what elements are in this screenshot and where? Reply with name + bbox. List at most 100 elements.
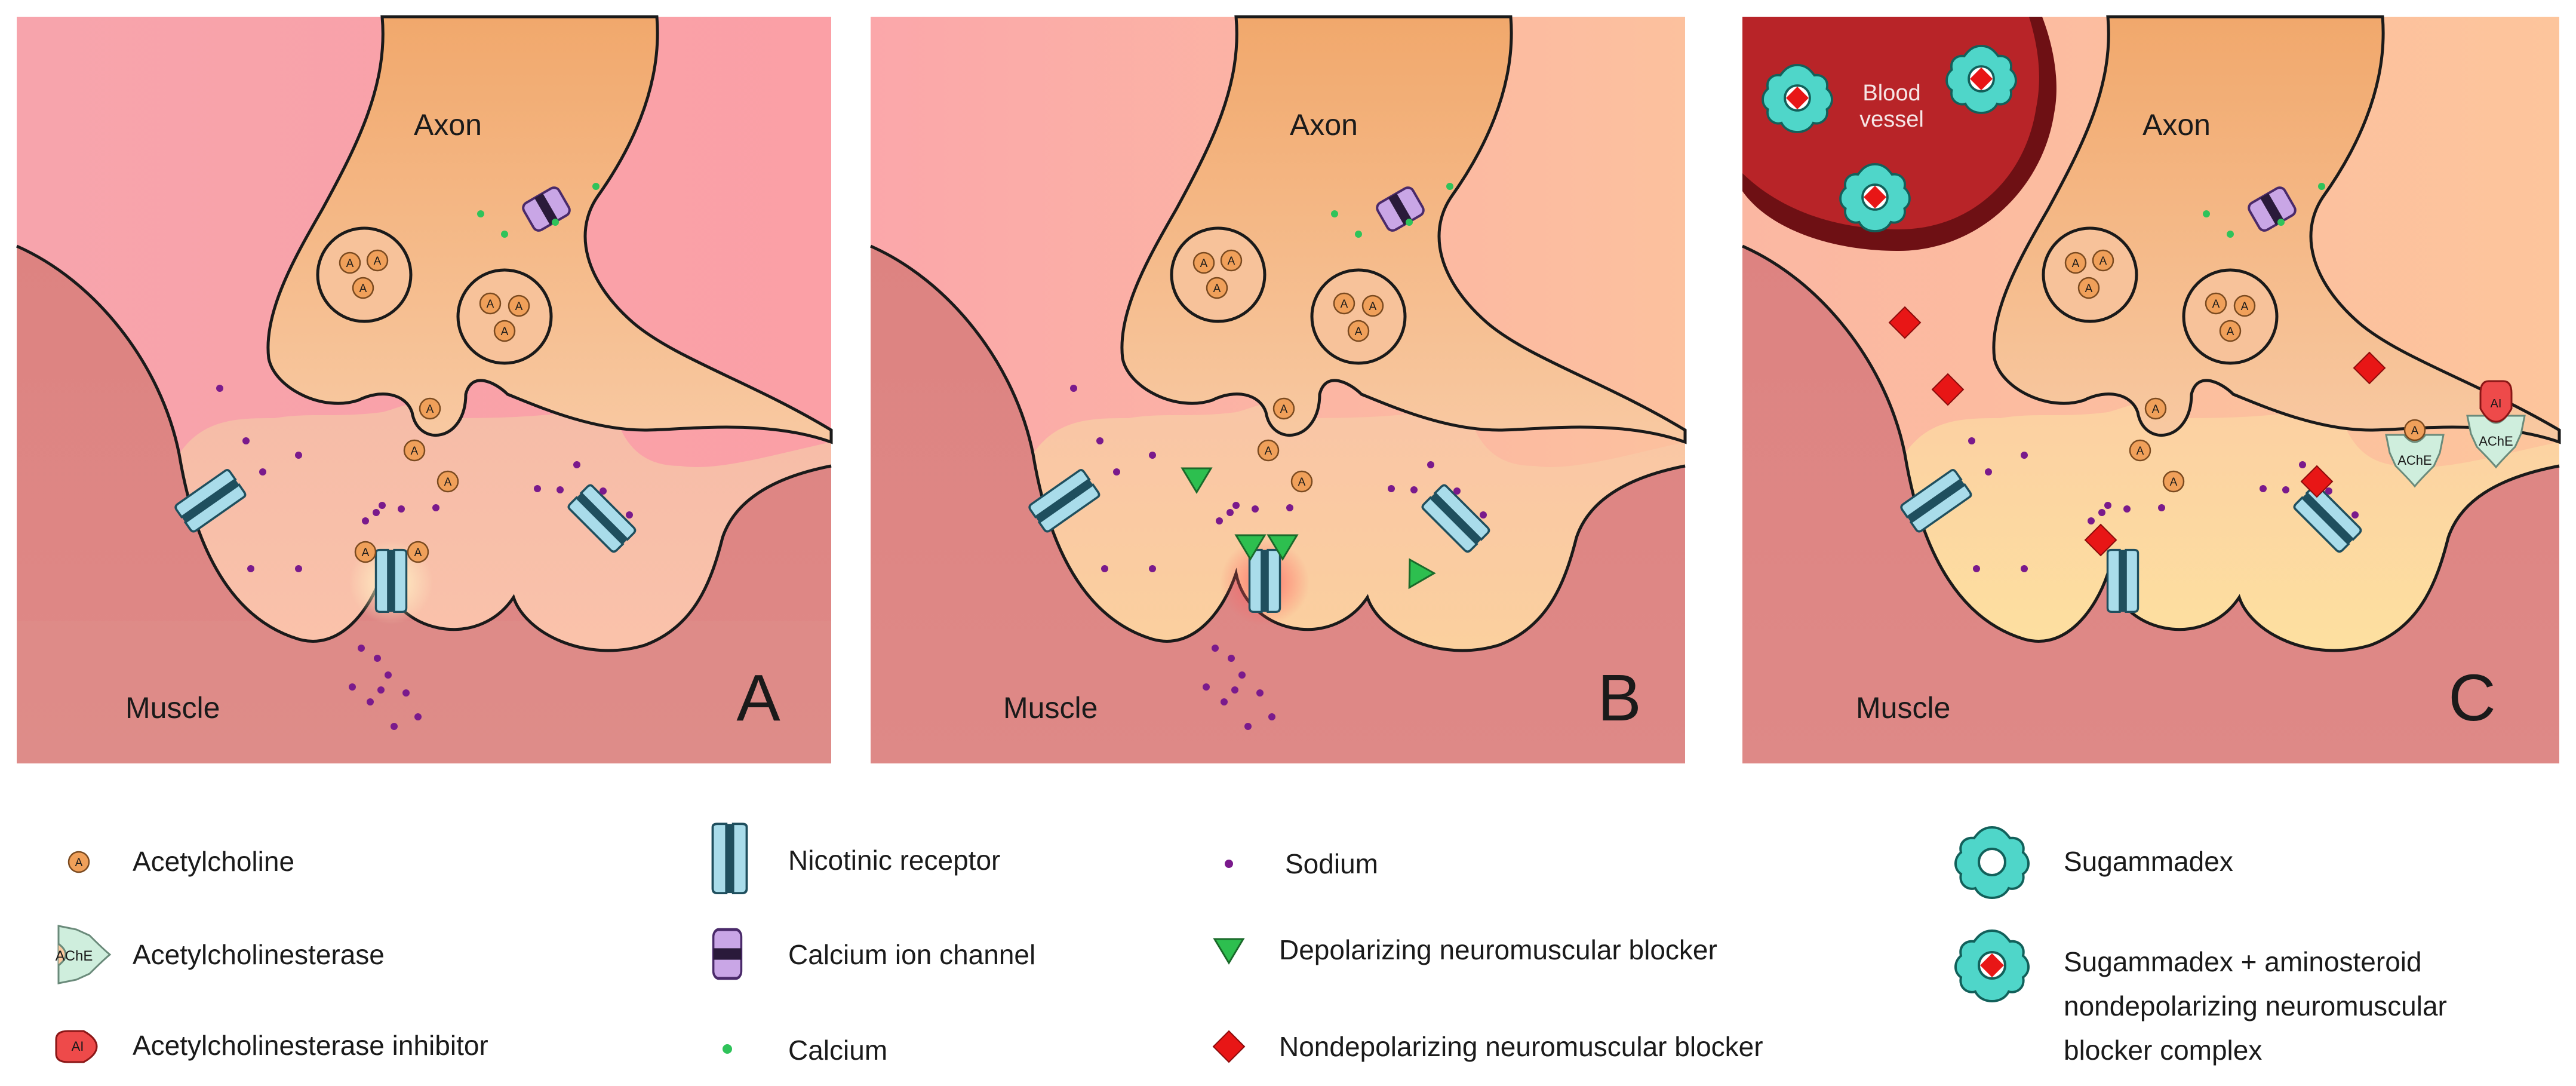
sodium-ion: [2351, 511, 2359, 519]
sodium-ion: [1203, 683, 1210, 691]
sodium-ion: [573, 461, 580, 468]
svg-text:Acetylcholine: Acetylcholine: [133, 846, 294, 877]
calcium-ion: [1446, 183, 1453, 190]
acetylcholine-molecule: A: [407, 541, 429, 563]
sodium-ion: [1244, 723, 1252, 730]
acetylcholine-label: A: [411, 445, 419, 458]
sodium-ion: [1238, 671, 1246, 679]
sodium-ion: [1252, 505, 1259, 513]
synaptic-vesicle: [458, 270, 551, 363]
sodium-ion: [242, 437, 250, 444]
sodium-ion: [247, 565, 254, 572]
acetylcholine-label: A: [374, 255, 382, 268]
synaptic-vesicle: [318, 228, 411, 321]
acetylcholine-label: A: [501, 326, 509, 338]
legend-item-acetylcholinesterase: AChE Acetylcholinesterase: [56, 925, 385, 984]
synaptic-vesicle: [1312, 270, 1405, 363]
svg-text:Sugammadex: Sugammadex: [2064, 846, 2233, 877]
sodium-ion: [2123, 505, 2131, 513]
sodium-ion: [1149, 565, 1156, 572]
sodium-ion: [259, 468, 266, 475]
synaptic-vesicle: [1172, 228, 1265, 321]
panel-c-letter: C: [2448, 661, 2495, 735]
legend-item-acetylcholine: A Acetylcholine: [67, 846, 294, 877]
calcium-ion: [501, 231, 508, 238]
acetylcholine-molecule: A: [2092, 249, 2114, 272]
acetylcholine-molecule: A: [354, 541, 377, 563]
sodium-ion: [534, 485, 541, 492]
acetylcholine-molecule: A: [2077, 277, 2100, 299]
legend-item-calcium-channel: Calcium ion channel: [714, 929, 1035, 978]
acetylcholine-molecule: A: [1290, 470, 1313, 493]
calcium-ion: [2318, 183, 2325, 190]
sodium-ion: [626, 511, 633, 519]
svg-text:Depolarizing neuromuscular blo: Depolarizing neuromuscular blocker: [1279, 934, 1717, 965]
acetylcholine-molecule: A: [2233, 294, 2256, 317]
acetylcholinesterase-label: AChE: [2479, 434, 2513, 449]
acetylcholine-molecule: A: [2064, 251, 2087, 274]
sugammadex-icon: [1954, 826, 2030, 899]
sodium-ion: [1231, 686, 1238, 694]
sodium-ion: [373, 509, 380, 516]
acetylcholine-molecule: A: [366, 249, 389, 272]
acetylcholine-label: A: [1265, 445, 1272, 458]
acetylcholine-label: A: [2152, 403, 2160, 416]
acetylcholine-molecule: A: [1206, 277, 1228, 299]
sodium-ion: [1268, 713, 1275, 720]
sodium-ion: [432, 504, 439, 511]
nicotinic-receptor-blocked: [2106, 548, 2140, 613]
calcium-ion: [2277, 219, 2285, 226]
acetylcholine-molecule: A: [339, 251, 361, 274]
acetylcholine-molecule: A: [2162, 470, 2185, 493]
calcium-ion: [552, 219, 559, 226]
sodium-ion: [1232, 502, 1240, 509]
acetylcholinesterase-label: AChE: [2397, 453, 2431, 468]
calcium-ion: [2203, 210, 2210, 217]
svg-text:nondepolarizing neuromuscular: nondepolarizing neuromuscular: [2064, 990, 2447, 1021]
acetylcholine-label: A: [2170, 476, 2178, 489]
calcium-ion: [2227, 231, 2234, 238]
legend-item-sodium: Sodium: [1225, 848, 1378, 879]
sodium-ion: [2021, 452, 2028, 459]
legend-item-nondepolarizing: Nondepolarizing neuromuscular blocker: [1213, 1030, 1763, 1063]
sodium-ion: [391, 723, 398, 730]
sodium-ion: [2021, 565, 2028, 572]
acetylcholine-molecule: A: [1272, 397, 1295, 420]
acetylcholinesterase-inhibitor-label: AI: [2491, 397, 2502, 410]
acetylcholine-molecule: A: [1220, 249, 1243, 272]
acetylcholine-label: A: [1341, 298, 1348, 311]
sodium-ion: [1256, 689, 1264, 697]
sugammadex-complex: [1945, 44, 2017, 114]
sodium-ion: [414, 713, 422, 720]
svg-text:Acetylcholinesterase inhibitor: Acetylcholinesterase inhibitor: [133, 1030, 488, 1061]
sodium-ion: [1221, 698, 1228, 705]
nicotinic-receptor-open: [374, 548, 408, 613]
sodium-ion: [216, 385, 223, 392]
calcium-ion: [1355, 231, 1362, 238]
svg-text:Nondepolarizing neuromuscular: Nondepolarizing neuromuscular blocker: [1279, 1031, 1763, 1062]
sugammadex-complex: [1762, 63, 1833, 133]
sugammadex-complex: [1839, 162, 1911, 232]
acetylcholine-molecule: A: [2144, 397, 2167, 420]
acetylcholine-molecule: A: [1192, 251, 1215, 274]
nicotinic-receptor-blocked: [1248, 548, 1281, 613]
sodium-ion: [1226, 509, 1234, 516]
acetylcholine-label: A: [359, 283, 367, 295]
sodium-ion: [1480, 511, 1487, 519]
sodium-ion: [1096, 437, 1103, 444]
legend-item-nicotinic-receptor: Nicotinic receptor: [711, 823, 1000, 894]
acetylcholinesterase-inhibitor-icon: AI: [72, 1039, 84, 1054]
panel-b-letter: B: [1597, 661, 1641, 735]
svg-text:Calcium: Calcium: [788, 1035, 887, 1066]
acetylcholine-label: A: [2227, 326, 2234, 338]
sodium-ion: [1070, 385, 1077, 392]
panel-b-axon: [1120, 15, 1687, 444]
panel-b-muscle-label: Muscle: [1003, 691, 1098, 725]
sodium-ion: [2158, 504, 2165, 511]
sodium-ion: [295, 452, 302, 459]
synaptic-vesicle: [2184, 270, 2277, 363]
sodium-ion: [1427, 461, 1434, 468]
sodium-ion: [358, 645, 365, 652]
acetylcholine-label: A: [1298, 476, 1306, 489]
